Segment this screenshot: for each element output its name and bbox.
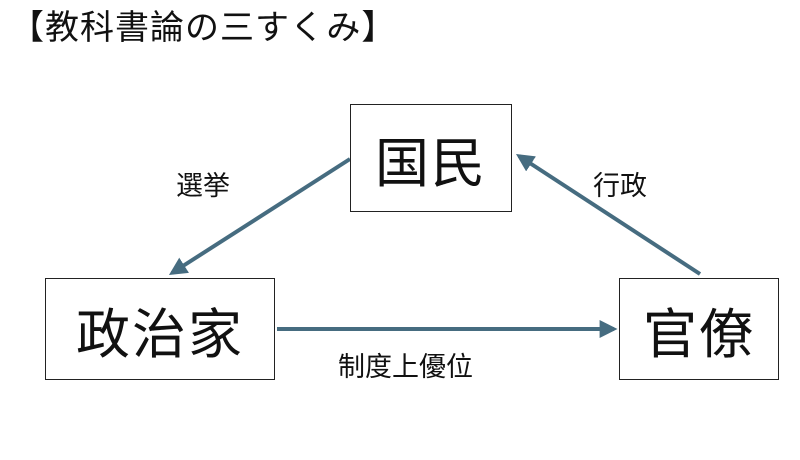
edge-label-seido: 制度上優位 xyxy=(338,352,473,383)
node-kanryo-label: 官僚 xyxy=(643,302,755,366)
node-kanryo: 官僚 xyxy=(619,278,779,380)
node-seijika-label: 政治家 xyxy=(76,302,244,366)
node-kokumin: 国民 xyxy=(350,104,512,212)
arrow-senkyo xyxy=(168,157,352,275)
node-seijika: 政治家 xyxy=(45,278,275,380)
node-kokumin-label: 国民 xyxy=(375,131,487,195)
edge-label-senkyo: 選挙 xyxy=(176,171,230,202)
diagram-title: 【教科書論の三すくみ】 xyxy=(10,8,397,48)
arrow-gyosei xyxy=(515,154,702,276)
edge-label-gyosei: 行政 xyxy=(593,171,647,202)
